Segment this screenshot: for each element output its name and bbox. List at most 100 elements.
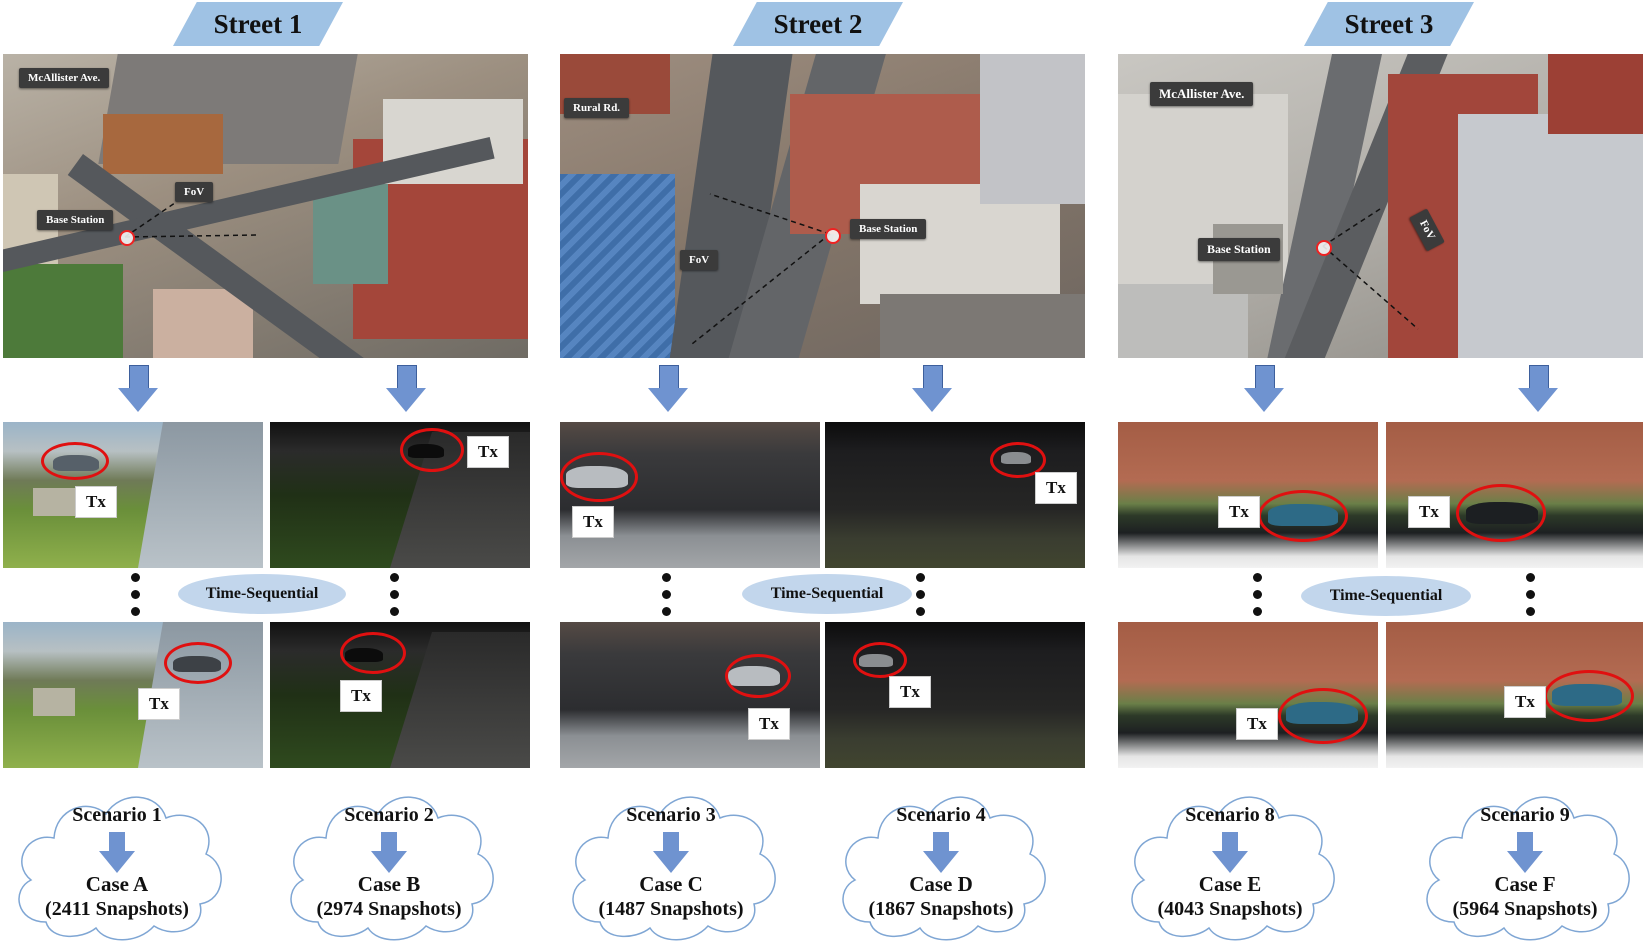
tx-label: Tx (467, 436, 509, 468)
scenario-2-frame-end: Tx (270, 622, 530, 768)
scenario-9-frame-start: Tx (1386, 422, 1643, 568)
down-arrow (118, 365, 158, 413)
scenario-9-frame-end: Tx (1386, 622, 1643, 768)
scenario-label: Scenario 4 (896, 804, 986, 826)
street-name-label: McAllister Ave. (19, 68, 110, 88)
tx-label: Tx (138, 688, 180, 720)
snapshot-count: (1867 Snapshots) (868, 898, 1014, 920)
tx-label: Tx (1218, 496, 1260, 528)
time-sequential-label: Time-Sequential (1301, 576, 1471, 616)
case-label: Case F (1494, 872, 1556, 896)
down-arrow (653, 832, 689, 876)
street-3-aerial-map: McAllister Ave. FoV Base Station (1118, 54, 1643, 358)
street-1-panel: Street 1 McAllister Ave. FoV Base Statio… (3, 0, 530, 952)
scenario-1-frame-end: Tx (3, 622, 263, 768)
snapshot-count: (2974 Snapshots) (316, 898, 462, 920)
continuation-dots (662, 573, 672, 624)
street-3-panel: Street 3 McAllister Ave. FoV Base Statio… (1118, 0, 1643, 952)
vehicle-highlight (725, 654, 791, 698)
scenario-1-frame-start: Tx (3, 422, 263, 568)
tx-label: Tx (748, 708, 790, 740)
scenario-9-cloud: Scenario 9 Case F (5964 Snapshots) (1414, 772, 1636, 952)
vehicle-highlight (400, 428, 464, 472)
scenario-1-cloud: Scenario 1 Case A (2411 Snapshots) (6, 772, 228, 952)
scenario-2-frame-start: Tx (270, 422, 530, 568)
tx-label: Tx (75, 486, 117, 518)
scenario-label: Scenario 3 (626, 804, 716, 826)
fov-lines (124, 193, 259, 238)
fov-label: FoV (175, 182, 214, 202)
down-arrow (99, 832, 135, 876)
vehicle-highlight (340, 632, 406, 674)
fov-lines (1322, 208, 1419, 330)
street-name-label: Rural Rd. (564, 98, 630, 118)
time-sequential-label: Time-Sequential (742, 574, 912, 614)
base-station-label: Base Station (37, 210, 114, 230)
vehicle-highlight (560, 452, 638, 502)
continuation-dots (390, 573, 400, 624)
street-2-title: Street 2 (733, 2, 903, 46)
scenario-4-frame-end: Tx (825, 622, 1085, 768)
snapshot-count: (5964 Snapshots) (1452, 898, 1598, 920)
case-label: Case D (909, 872, 973, 896)
time-sequential-label: Time-Sequential (178, 574, 346, 614)
vehicle-highlight (1258, 490, 1348, 542)
scenario-8-frame-start: Tx (1118, 422, 1378, 568)
tx-label: Tx (1504, 686, 1546, 718)
down-arrow (923, 832, 959, 876)
base-station-marker (119, 230, 135, 246)
vehicle-highlight (1456, 484, 1546, 542)
scenario-8-frame-end: Tx (1118, 622, 1378, 768)
scenario-4-cloud: Scenario 4 Case D (1867 Snapshots) (830, 772, 1052, 952)
base-station-marker (1316, 240, 1332, 256)
scenario-label: Scenario 8 (1185, 804, 1275, 826)
down-arrow (912, 365, 952, 413)
case-label: Case C (639, 872, 703, 896)
continuation-dots (131, 573, 141, 624)
tx-label: Tx (1236, 708, 1278, 740)
street-3-title: Street 3 (1304, 2, 1474, 46)
continuation-dots (1253, 573, 1263, 624)
vehicle-highlight (1278, 688, 1368, 744)
base-station-label: Base Station (850, 219, 927, 239)
tx-label: Tx (1408, 496, 1450, 528)
down-arrow (648, 365, 688, 413)
scenario-label: Scenario 1 (72, 804, 162, 826)
case-label: Case B (357, 872, 421, 896)
scenario-2-cloud: Scenario 2 Case B (2974 Snapshots) (278, 772, 500, 952)
vehicle-highlight (164, 642, 232, 684)
tx-label: Tx (889, 676, 931, 708)
street-2-panel: Street 2 Rural Rd. FoV Base Station Tx T… (560, 0, 1085, 952)
scenario-3-cloud: Scenario 3 Case C (1487 Snapshots) (560, 772, 782, 952)
scenario-3-frame-end: Tx (560, 622, 820, 768)
tx-label: Tx (340, 680, 382, 712)
scenario-4-frame-start: Tx (825, 422, 1085, 568)
street-2-aerial-map: Rural Rd. FoV Base Station (560, 54, 1085, 358)
scenario-3-frame-start: Tx (560, 422, 820, 568)
fov-label: FoV (680, 250, 719, 270)
tx-label: Tx (572, 506, 614, 538)
continuation-dots (916, 573, 926, 624)
snapshot-count: (1487 Snapshots) (598, 898, 744, 920)
vehicle-highlight (41, 442, 109, 480)
down-arrow (1507, 832, 1543, 876)
down-arrow (371, 832, 407, 876)
down-arrow (1518, 365, 1558, 413)
tx-label: Tx (1035, 472, 1077, 504)
vehicle-highlight (1544, 670, 1634, 722)
continuation-dots (1526, 573, 1536, 624)
scenario-label: Scenario 2 (344, 804, 434, 826)
base-station-marker (825, 228, 841, 244)
vehicle-highlight (990, 442, 1046, 478)
down-arrow (1212, 832, 1248, 876)
street-1-title: Street 1 (173, 2, 343, 46)
scenario-8-cloud: Scenario 8 Case E (4043 Snapshots) (1119, 772, 1341, 952)
down-arrow (1244, 365, 1284, 413)
snapshot-count: (4043 Snapshots) (1157, 898, 1303, 920)
down-arrow (386, 365, 426, 413)
fov-lines (691, 193, 831, 345)
case-label: Case E (1198, 872, 1262, 896)
scenario-label: Scenario 9 (1480, 804, 1570, 826)
street-1-aerial-map: McAllister Ave. FoV Base Station (3, 54, 528, 358)
base-station-label: Base Station (1198, 238, 1280, 261)
